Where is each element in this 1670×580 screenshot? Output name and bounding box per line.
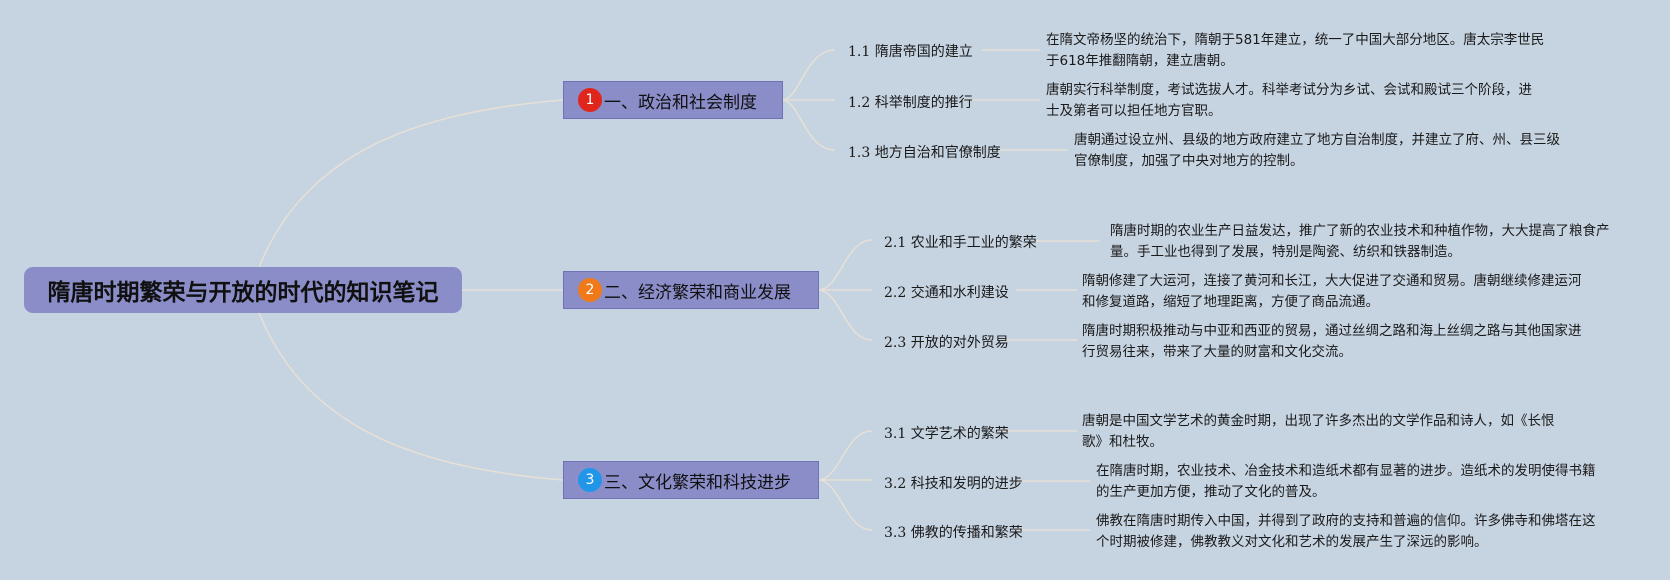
description-3-3: 佛教在隋唐时期传入中国，并得到了政府的支持和普遍的信仰。许多佛寺和佛塔在这个时期… [1096,513,1596,550]
branch-label: 二、经济繁荣和商业发展 [604,282,791,303]
description-2-2: 隋朝修建了大运河，连接了黄河和长江，大大促进了交通和贸易。唐朝继续修建运河和修复… [1082,273,1582,310]
root-topic[interactable]: 隋唐时期繁荣与开放的时代的知识笔记 [24,267,462,313]
branch-label: 三、文化繁荣和科技进步 [604,472,791,493]
branch-politics[interactable]: 1 一、政治和社会制度 [563,81,783,119]
subtopic-2-2[interactable]: 2.2 交通和水利建设 [884,285,1009,301]
description-1-3: 唐朝通过设立州、县级的地方政府建立了地方自治制度，并建立了府、州、县三级官僚制度… [1074,132,1560,169]
number-badge-1: 1 [578,88,602,112]
description-1-2: 唐朝实行科举制度，考试选拔人才。科举考试分为乡试、会试和殿试三个阶段，进士及第者… [1046,82,1532,119]
description-3-2: 在隋唐时期，农业技术、冶金技术和造纸术都有显著的进步。造纸术的发明使得书籍的生产… [1096,463,1596,500]
description-2-3: 隋唐时期积极推动与中亚和西亚的贸易，通过丝绸之路和海上丝绸之路与其他国家进行贸易… [1082,323,1582,360]
number-badge-3: 3 [578,468,602,492]
subtopic-1-1[interactable]: 1.1 隋唐帝国的建立 [848,44,973,60]
branch-economy[interactable]: 2 二、经济繁荣和商业发展 [563,271,819,309]
root-title: 隋唐时期繁荣与开放的时代的知识笔记 [47,280,439,306]
subtopic-1-3[interactable]: 1.3 地方自治和官僚制度 [848,145,1001,161]
subtopic-3-2[interactable]: 3.2 科技和发明的进步 [884,476,1023,492]
branch-culture[interactable]: 3 三、文化繁荣和科技进步 [563,461,819,499]
description-1-1: 在隋文帝杨坚的统治下，隋朝于581年建立，统一了中国大部分地区。唐太宗李世民于6… [1046,32,1545,69]
subtopic-2-1[interactable]: 2.1 农业和手工业的繁荣 [884,235,1037,251]
number-badge-2: 2 [578,278,602,302]
description-2-1: 隋唐时期的农业生产日益发达，推广了新的农业技术和种植作物，大大提高了粮食产量。手… [1110,223,1610,260]
subtopic-2-3[interactable]: 2.3 开放的对外贸易 [884,335,1009,351]
description-3-1: 唐朝是中国文学艺术的黄金时期，出现了许多杰出的文学作品和诗人，如《长恨歌》和杜牧… [1082,413,1555,450]
branch-label: 一、政治和社会制度 [604,92,757,113]
subtopic-3-1[interactable]: 3.1 文学艺术的繁荣 [884,426,1009,442]
subtopic-1-2[interactable]: 1.2 科举制度的推行 [848,95,973,111]
subtopic-3-3[interactable]: 3.3 佛教的传播和繁荣 [884,525,1023,541]
